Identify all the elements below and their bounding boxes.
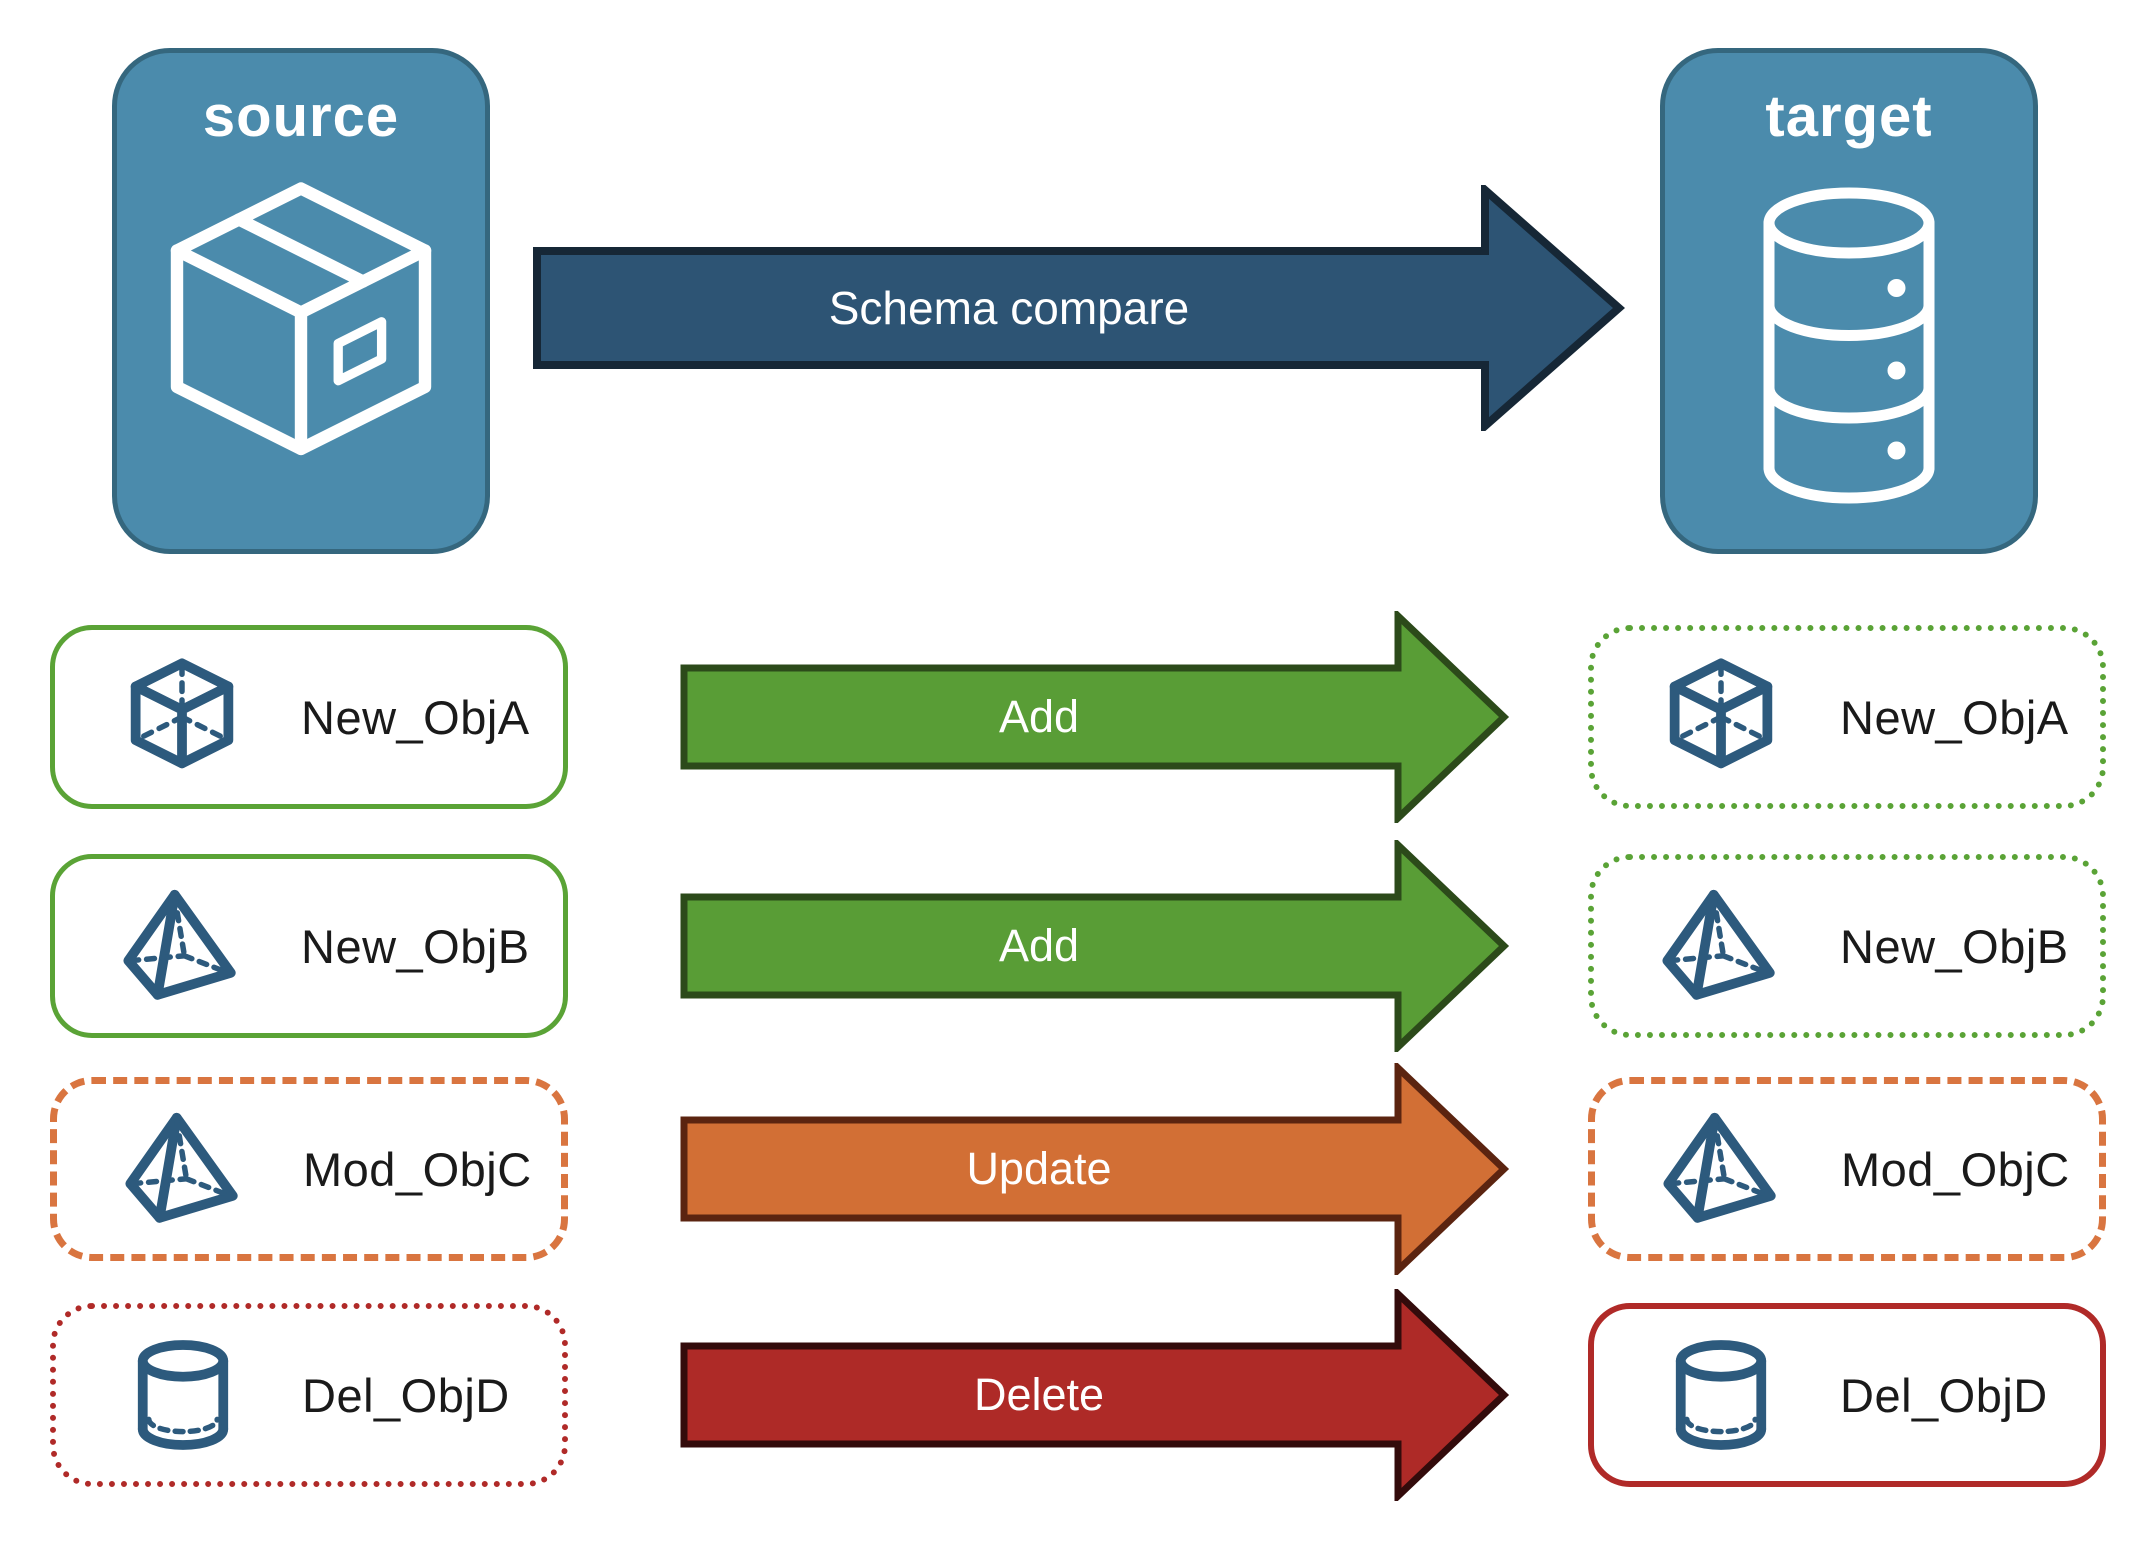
- schema-compare-arrow: Schema compare: [533, 185, 1625, 431]
- cylinder-icon: [122, 1334, 244, 1456]
- schema-compare-arrow-label: Schema compare: [828, 282, 1190, 334]
- target-object-new-objb: New_ObjB: [1588, 854, 2106, 1038]
- right-arrow-shape: [680, 840, 1510, 1052]
- object-label: Del_ObjD: [1840, 1368, 2048, 1422]
- source-object-mod-objc: Mod_ObjC: [50, 1077, 568, 1261]
- pyramid-icon: [1660, 885, 1782, 1007]
- right-arrow-shape: [680, 1063, 1510, 1275]
- target-node-label: target: [1765, 84, 1933, 149]
- source-node: source: [112, 48, 490, 554]
- delete-arrow-objd: Delete: [680, 1289, 1510, 1501]
- source-object-new-obja: New_ObjA: [50, 625, 568, 809]
- object-label: New_ObjB: [301, 919, 530, 973]
- cube-icon: [1660, 656, 1782, 778]
- pyramid-icon: [1661, 1108, 1783, 1230]
- action-label: Delete: [973, 1369, 1105, 1420]
- source-object-del-objd: Del_ObjD: [50, 1303, 568, 1487]
- action-label: Update: [966, 1143, 1112, 1194]
- right-arrow-shape: [533, 185, 1625, 431]
- pyramid-icon: [123, 1108, 245, 1230]
- target-object-del-objd: Del_ObjD: [1588, 1303, 2106, 1487]
- add-arrow-obja: Add: [680, 611, 1510, 823]
- right-arrow-shape: [680, 611, 1510, 823]
- target-object-new-obja: New_ObjA: [1588, 625, 2106, 809]
- object-label: Mod_ObjC: [303, 1142, 532, 1196]
- object-label: New_ObjA: [1840, 690, 2069, 744]
- object-label: New_ObjB: [1840, 919, 2069, 973]
- add-arrow-objb: Add: [680, 840, 1510, 1052]
- target-object-mod-objc: Mod_ObjC: [1588, 1077, 2106, 1261]
- source-node-label: source: [202, 84, 400, 149]
- cube-icon: [121, 656, 243, 778]
- target-node: target: [1660, 48, 2038, 554]
- cylinder-icon: [1660, 1334, 1782, 1456]
- action-label: Add: [998, 691, 1080, 742]
- update-arrow-objc: Update: [680, 1063, 1510, 1275]
- object-label: New_ObjA: [301, 690, 530, 744]
- action-label: Add: [998, 920, 1080, 971]
- database-icon: [1724, 183, 1974, 508]
- object-label: Del_ObjD: [302, 1368, 510, 1422]
- source-object-new-objb: New_ObjB: [50, 854, 568, 1038]
- package-box-icon: [146, 173, 456, 483]
- object-label: Mod_ObjC: [1841, 1142, 2070, 1196]
- right-arrow-shape: [680, 1289, 1510, 1501]
- pyramid-icon: [121, 885, 243, 1007]
